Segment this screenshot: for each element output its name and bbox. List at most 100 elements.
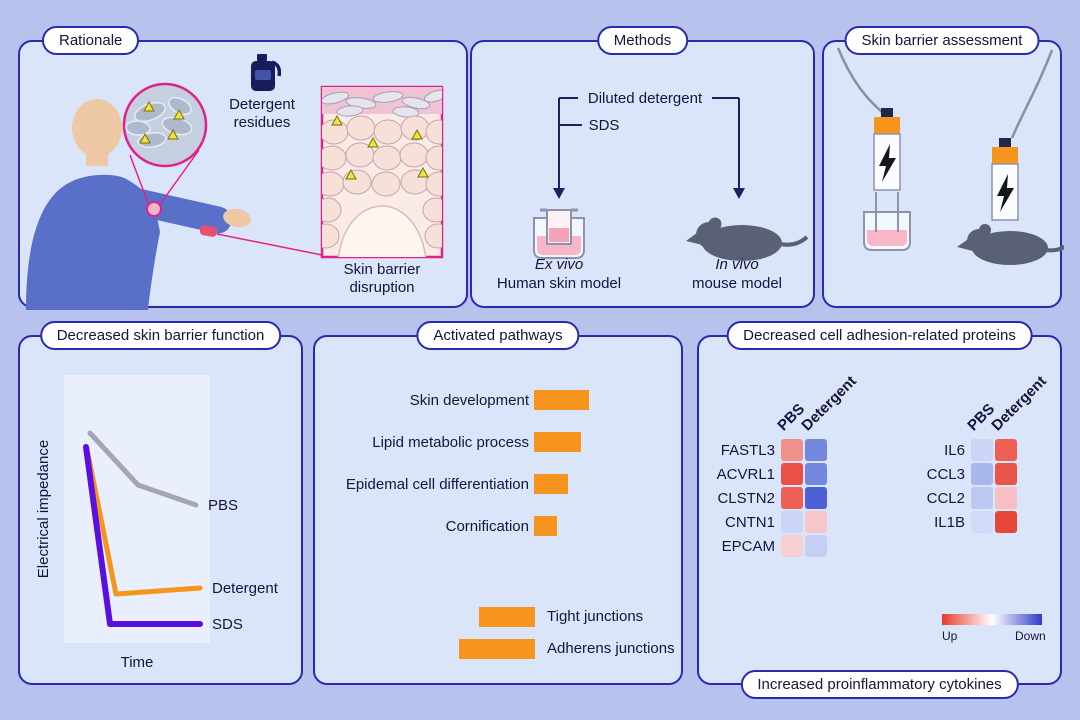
heatmap-row: EPCAM [699, 535, 827, 557]
detergent-residues-label-line1: Detergent [229, 96, 296, 113]
device-wires [836, 47, 1054, 139]
pathway-label: Lipid metabolic process [372, 433, 529, 451]
junction-bar [459, 639, 535, 659]
heatmap-col-label: Detergent [798, 372, 860, 435]
pathway-row: Lipid metabolic process [315, 432, 681, 452]
detergent-residues-label-line2: residues [234, 114, 291, 131]
flow-lines [558, 97, 740, 188]
heatmap-cell [995, 511, 1017, 533]
plot-area [64, 375, 210, 643]
arrow-down-icon [733, 188, 745, 199]
mouse-icon [957, 224, 1064, 265]
diluted-detergent-label: Diluted detergent [588, 90, 703, 107]
impedance-line-sds [83, 444, 203, 627]
skin-disruption-label-line2: disruption [349, 279, 414, 296]
panel-title-proteins: Decreased cell adhesion-related proteins [726, 321, 1033, 350]
detergent-bottle-icon [251, 54, 282, 91]
heatmap-row: CLSTN2 [699, 487, 827, 509]
skin-disruption-label-line1: Skin barrier [344, 261, 421, 278]
heatmap-cell [971, 439, 993, 461]
panel-rationale: Rationale [18, 26, 468, 310]
pathway-row: Epidemal cell differentiation [315, 474, 681, 494]
panel-title-methods: Methods [596, 26, 689, 55]
heatmap-row: ACVRL1 [699, 463, 827, 485]
scale-down-label: Down [1015, 629, 1046, 643]
gene-label: IL6 [944, 441, 965, 459]
x-axis-label: Time [121, 654, 154, 671]
in-vivo-model-label: mouse model [692, 275, 782, 292]
skin-spot-marker [146, 201, 162, 217]
color-scale-bar [942, 614, 1042, 625]
heatmap-row: CCL2 [889, 487, 1017, 509]
impedance-probe-on-dish [863, 108, 911, 251]
junction-bar [479, 607, 535, 627]
dermal-papilla-arch [337, 205, 427, 257]
junction-row: Adherens junctions [315, 639, 681, 659]
callout-lines [129, 149, 323, 256]
heatmap-cell [995, 439, 1017, 461]
mouse-icon [686, 217, 809, 261]
panel-skin-barrier-assessment: Skin barrier assessment [822, 26, 1064, 308]
pathway-bar [534, 516, 557, 536]
gene-label: EPCAM [721, 537, 775, 555]
gene-label: ACVRL1 [716, 465, 775, 483]
heatmap-cell [781, 487, 803, 509]
ex-vivo-label: Ex vivo [535, 256, 583, 273]
panel-title-rationale: Rationale [42, 26, 140, 55]
transwell-dish-icon [533, 208, 585, 259]
heatmap-cell [995, 487, 1017, 509]
y-axis-label: Electrical impedance [35, 440, 52, 578]
heatmap-row: CCL3 [889, 463, 1017, 485]
rationale-illustration: Detergent residues [26, 54, 444, 310]
epidermal-cells [322, 115, 442, 249]
wrist-irritation-patch [199, 225, 218, 237]
heatmap-cell [805, 535, 827, 557]
pathway-row: Skin development [315, 390, 681, 410]
corneocyte-layer [322, 89, 442, 118]
impedance-line-chart: Electrical impedance Time PBSDetergentSD… [35, 375, 279, 671]
pathway-bar [534, 474, 568, 494]
pathway-bar [534, 390, 589, 410]
pathway-label: Cornification [445, 517, 529, 535]
heatmap-row: FASTL3 [699, 439, 827, 461]
heatmap-cell [971, 487, 993, 509]
heatmap-cell [781, 511, 803, 533]
pathway-bar [534, 432, 581, 452]
panel-title-assessment: Skin barrier assessment [844, 26, 1040, 55]
panel-title-impedance: Decreased skin barrier function [39, 321, 282, 350]
heatmap-cell [781, 535, 803, 557]
heatmap-cell [805, 463, 827, 485]
heatmap-row: CNTN1 [699, 511, 827, 533]
junction-label: Adherens junctions [547, 640, 675, 657]
panel-methods: Methods Diluted detergent SDS Ex [470, 26, 815, 308]
heatmap-cell [805, 487, 827, 509]
gene-label: FASTL3 [720, 441, 775, 459]
junction-row: Tight junctions [315, 607, 681, 627]
pathway-row: Cornification [315, 516, 681, 536]
ex-vivo-model-label: Human skin model [497, 275, 621, 292]
impedance-line-pbs [87, 430, 199, 508]
cytokines-bottom-label: Increased proinflammatory cytokines [740, 670, 1019, 699]
series-label-detergent: Detergent [212, 580, 279, 597]
arrow-down-icon [553, 188, 565, 199]
junction-label: Tight junctions [547, 608, 644, 625]
lightning-bolt-icon [879, 144, 896, 182]
panel-title-pathways: Activated pathways [416, 321, 580, 350]
heatmap-row: IL1B [889, 511, 1017, 533]
pathway-label: Epidemal cell differentiation [345, 475, 529, 493]
panel-proteins-heatmaps: Decreased cell adhesion-related proteins… [697, 321, 1062, 699]
heatmap-cell [781, 439, 803, 461]
gene-label: CLSTN2 [717, 489, 775, 507]
assessment-illustration [836, 47, 1064, 265]
heatmap-cell [805, 439, 827, 461]
person-figure [26, 99, 251, 310]
impedance-probe-on-mouse [957, 138, 1064, 265]
sds-label: SDS [589, 117, 620, 134]
gene-label: CNTN1 [724, 513, 775, 531]
heatmap-cell [995, 463, 1017, 485]
